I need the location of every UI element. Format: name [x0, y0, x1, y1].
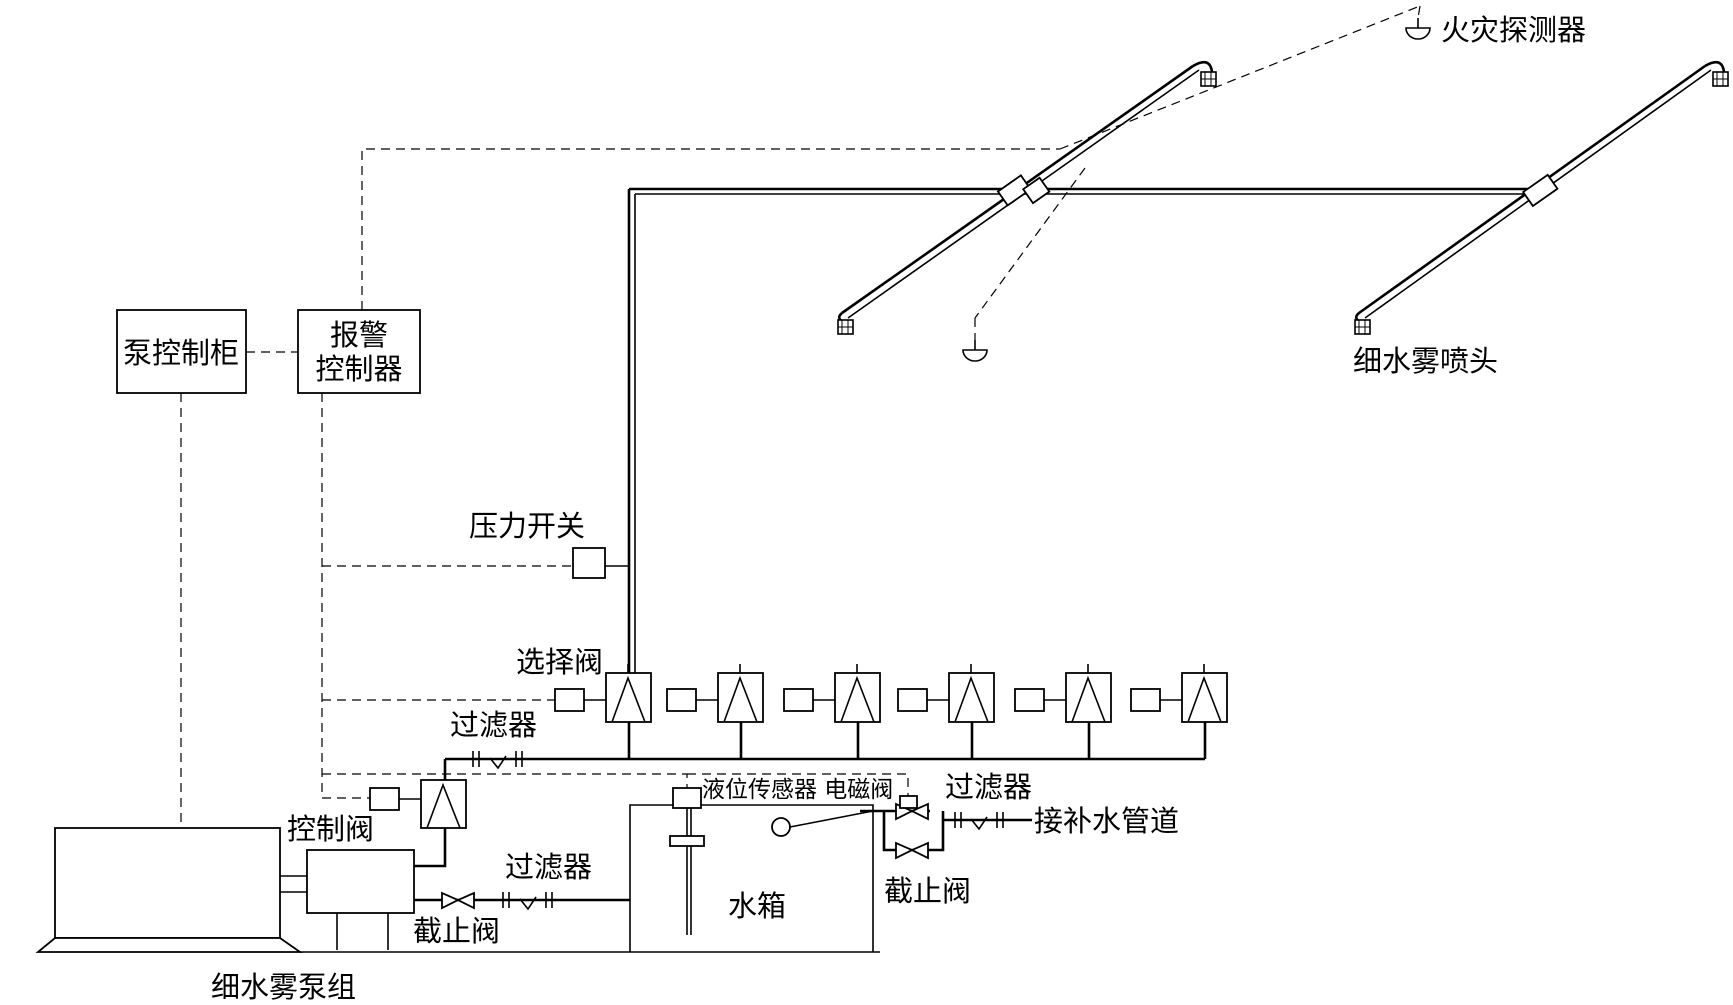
pump-unit-label: 细水雾泵组 [211, 970, 356, 1004]
pump-control-cabinet-label: 泵控制柜 [123, 336, 239, 370]
makeup-bypass-stop-valve-icon [895, 841, 929, 860]
tank-inlet-filter-label: 过滤器 [505, 850, 592, 884]
water-tank: 水箱 [629, 787, 874, 952]
selector-valve-label: 选择阀 [516, 645, 603, 679]
supply-pipe-network [280, 60, 1726, 950]
makeup-filter-label: 过滤器 [945, 770, 1032, 804]
control-valve-label: 控制阀 [287, 812, 374, 846]
pressure-switch-label: 压力开关 [469, 509, 585, 543]
signal-lines [180, 5, 1421, 826]
solenoid-valve [899, 795, 918, 809]
fire-detector-icon [1405, 18, 1431, 40]
water-tank-label: 水箱 [728, 889, 786, 923]
mist-nozzle-icon [1200, 71, 1217, 87]
selector-valve [897, 664, 995, 723]
level-sensor-solenoid-label: 液位传感器 电磁阀 [702, 777, 893, 803]
mist-nozzle-icon-3 [837, 319, 854, 335]
fire-detector-icon-2 [962, 340, 988, 362]
main-filter-icon [472, 751, 523, 770]
makeup-pipe-label: 接补水管道 [1034, 804, 1179, 838]
alarm-controller: 报警 控制器 [297, 309, 421, 394]
pump-control-cabinet: 泵控制柜 [116, 309, 247, 394]
main-filter-label: 过滤器 [450, 708, 537, 742]
makeup-filter-icon [954, 812, 1004, 831]
pump-unit [35, 827, 880, 953]
mist-nozzle-label: 细水雾喷头 [1353, 344, 1498, 378]
control-valve [369, 779, 467, 829]
fire-detector-label: 火灾探测器 [1441, 13, 1586, 47]
selector-valve [1130, 664, 1228, 723]
selector-valve [783, 664, 881, 723]
pump-stop-valve-icon [441, 891, 475, 910]
makeup-stop-valve-label: 截止阀 [884, 874, 971, 908]
pressure-switch [572, 547, 606, 579]
alarm-controller-label-line1: 报警 [330, 318, 388, 352]
alarm-controller-label-line2: 控制器 [315, 352, 402, 386]
tank-inlet-filter-icon [502, 892, 553, 911]
mist-nozzle-icon-2 [1712, 71, 1729, 87]
pump-stop-valve-label: 截止阀 [413, 914, 500, 948]
selector-valve [1014, 664, 1112, 723]
mist-nozzle-icon-4 [1354, 319, 1371, 335]
selector-valve [554, 664, 652, 723]
selector-valve [666, 664, 764, 723]
